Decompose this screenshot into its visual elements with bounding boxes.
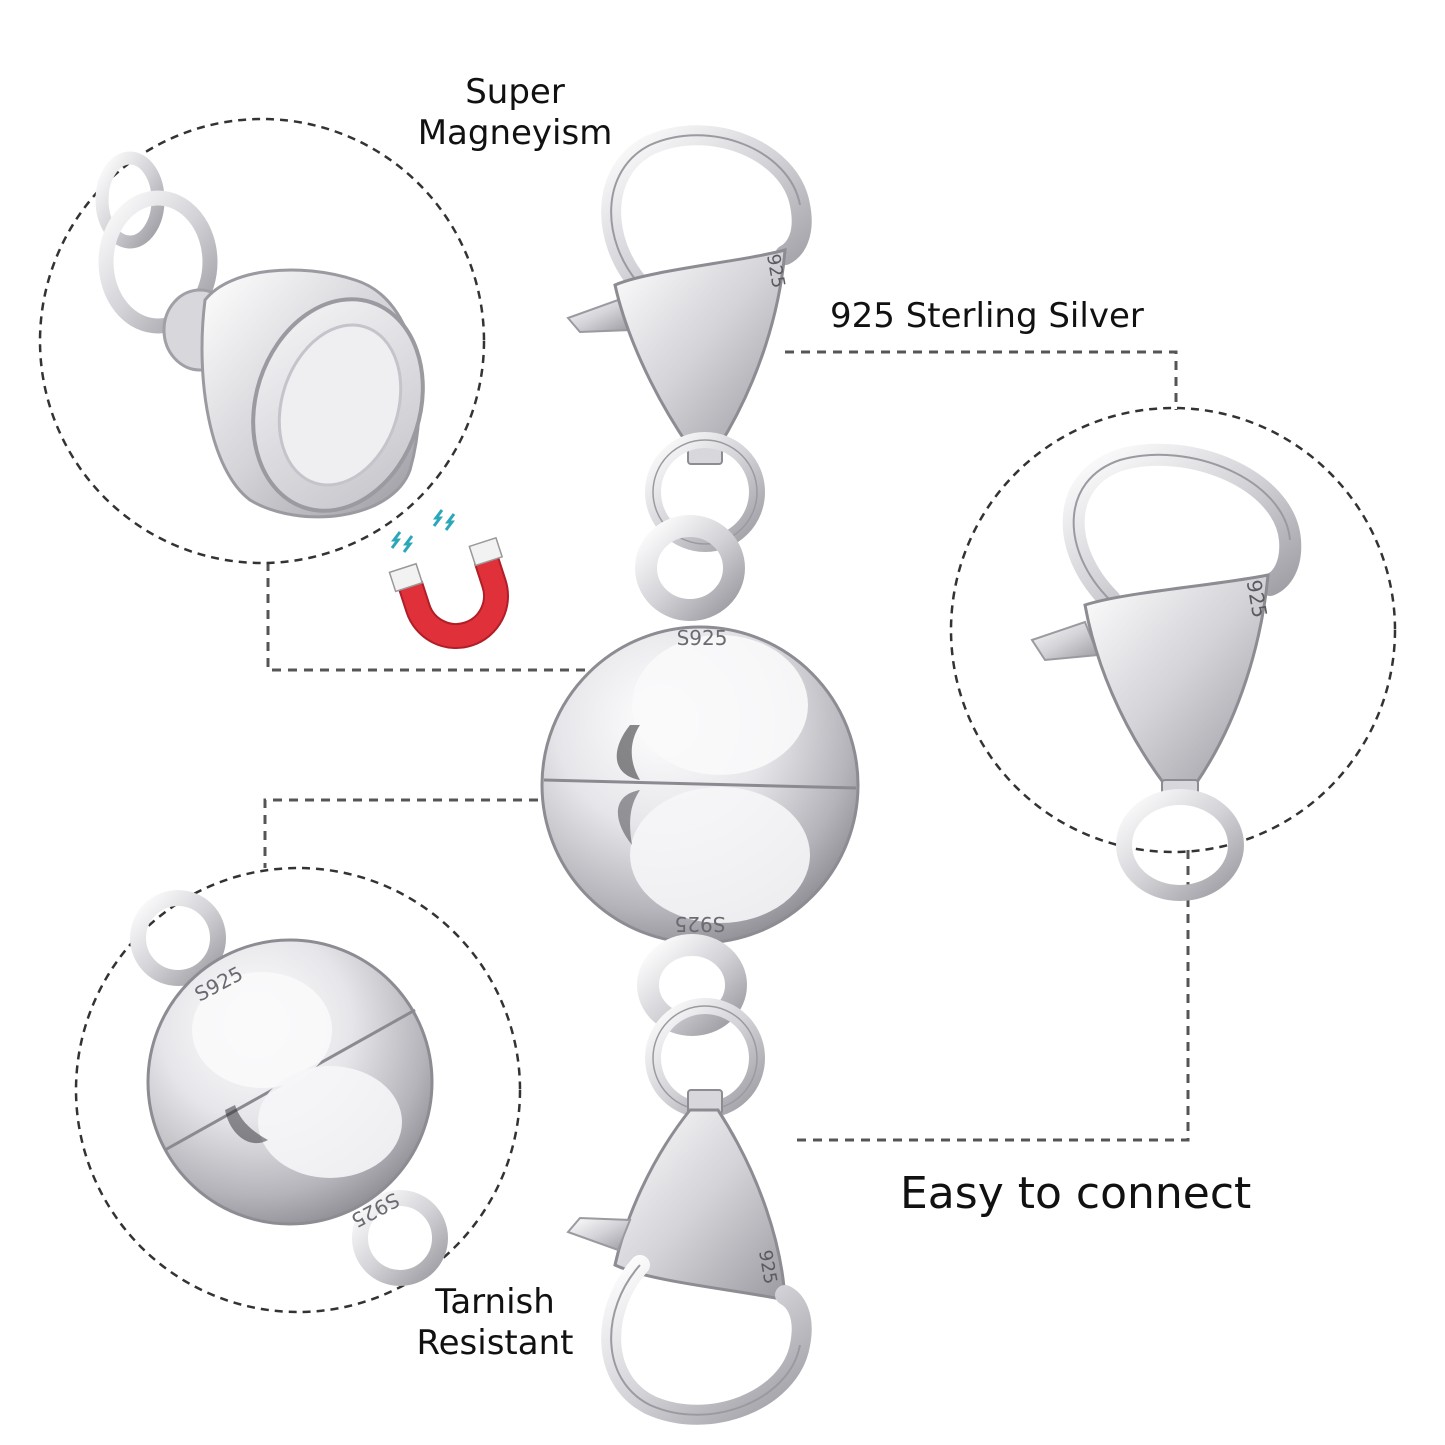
ball-stamp-top: S925 (677, 626, 728, 650)
feature-label-tarnish: Tarnish Resistant (395, 1282, 595, 1364)
ball-stamp-bottom: S925 (675, 912, 726, 936)
circle-ball-detail (74, 866, 522, 1314)
magnet-end-detail (95, 151, 425, 519)
ball-detail: S925 S925 (130, 890, 448, 1286)
tarnish-line-2: Resistant (416, 1322, 574, 1363)
circle-magnet-detail (38, 117, 486, 565)
tarnish-line-1: Tarnish (435, 1282, 555, 1322)
magnetism-line-1: Super (465, 72, 565, 112)
magnetism-line-2: Magneyism (417, 112, 613, 153)
leader-tarnish (263, 798, 538, 868)
leader-lines (263, 350, 1190, 1142)
center-clasp: S925 S925 925 925 (540, 125, 860, 1425)
top-ball-loop (635, 515, 745, 621)
feature-label-easy-connect: Easy to connect (900, 1168, 1252, 1219)
bottom-lobster-clasp (566, 1089, 812, 1425)
clasp-detail: 925 (1030, 443, 1302, 901)
leader-magnetism (266, 562, 585, 672)
bottom-ball-loop (637, 934, 747, 1036)
circle-clasp-detail (949, 406, 1397, 854)
leader-connect (795, 850, 1190, 1142)
feature-label-sterling-silver: 925 Sterling Silver (830, 296, 1144, 336)
leader-silver (785, 350, 1178, 410)
magnetic-ball: S925 S925 (540, 625, 860, 945)
top-lobster-clasp (566, 125, 812, 465)
feature-label-magnetism: Super Magneyism (395, 72, 635, 154)
detail-circles (38, 117, 1397, 1314)
horseshoe-magnet-icon (388, 509, 509, 649)
